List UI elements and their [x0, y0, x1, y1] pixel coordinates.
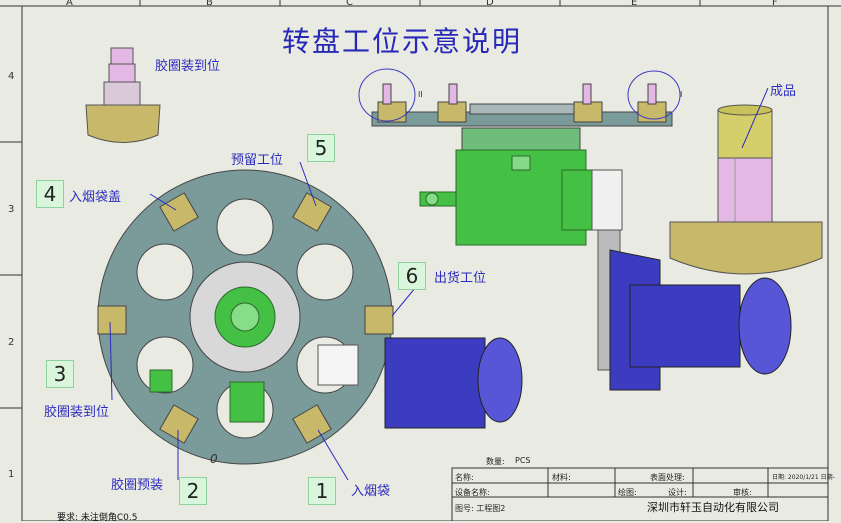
- drawing-number: 图号: 工程图2: [455, 504, 506, 513]
- designed-by: 设计:: [668, 488, 687, 497]
- row-label-1: 1: [8, 469, 15, 480]
- row-label-2: 2: [8, 337, 15, 348]
- column-label-a: A: [66, 0, 73, 8]
- number-badge-6: 6: [398, 262, 426, 290]
- page-title: 转盘工位示意说明: [282, 25, 523, 58]
- ring-assembly-view: [85, 47, 161, 143]
- material: 材料:: [552, 473, 571, 482]
- quantity-unit: PCS: [515, 456, 531, 465]
- dial-mark: 0: [210, 452, 218, 466]
- title-block: [451, 467, 829, 521]
- product-label: 成品: [770, 84, 797, 99]
- top-ring-label: 胶圈装到位: [155, 59, 221, 74]
- product-view: [669, 104, 823, 275]
- reviewed-by: 审核:: [733, 488, 752, 497]
- station-4-label: 入烟袋盖: [69, 190, 122, 205]
- row-label-3: 3: [8, 204, 15, 215]
- number-badge-2: 2: [179, 477, 207, 505]
- chamfer-note: 要求: 未注倒角C0.5: [57, 513, 138, 523]
- number-badge-1: 1: [308, 477, 336, 505]
- column-label-b: B: [206, 0, 213, 8]
- number-badge-5: 5: [307, 134, 335, 162]
- part-name: 名称:: [455, 473, 474, 482]
- row-label-4: 4: [8, 71, 15, 82]
- frame-ticks: [0, 0, 701, 409]
- quantity-label: 数量:: [486, 457, 505, 466]
- number-badge-4: 4: [36, 180, 64, 208]
- column-label-f: F: [772, 0, 778, 8]
- column-label-c: C: [346, 0, 353, 8]
- station-2-label: 胶圈预装: [111, 478, 164, 493]
- column-label-d: D: [486, 0, 494, 8]
- mark-ii: II: [418, 90, 423, 99]
- station-1-label: 入烟袋: [351, 484, 391, 499]
- mark-i: I: [680, 90, 683, 99]
- station-fixtures: [97, 192, 394, 444]
- number-badge-3: 3: [46, 360, 74, 388]
- turntable-disk: [97, 169, 393, 465]
- surface-treatment: 表面处理:: [650, 473, 685, 482]
- station-5-label: 预留工位: [231, 153, 284, 168]
- drive-motor: [384, 337, 523, 429]
- equipment-name: 设备名称:: [455, 488, 490, 497]
- station-6-label: 出货工位: [434, 271, 487, 286]
- turntable-side-view: [358, 68, 792, 391]
- station-3-label: 胶圈装到位: [44, 405, 110, 420]
- company-name: 深圳市轩玉自动化有限公司: [647, 501, 779, 514]
- column-label-e: E: [631, 0, 638, 8]
- date: 日期: 2020/1/21 日期-: [772, 474, 835, 481]
- drawn-by: 绘图:: [618, 488, 637, 497]
